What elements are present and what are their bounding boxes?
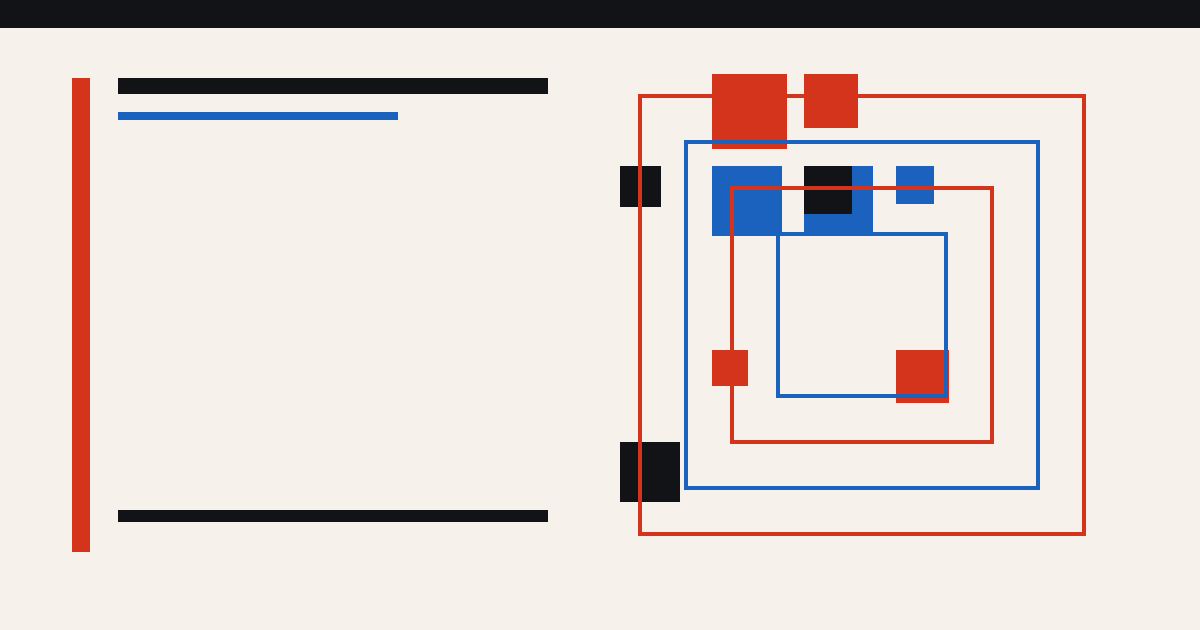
subheadline-placeholder-bar [118,112,398,120]
black-square-bottom [620,442,680,502]
headline-placeholder-bar [118,78,548,94]
red-square-top-left [712,74,787,149]
red-frame-inner [730,186,994,444]
blue-square-small [896,166,934,204]
blue-square-large [712,166,782,236]
blue-frame-inner [776,232,948,398]
blue-frame-outer [684,140,1040,490]
top-bar [0,0,1200,28]
footer-placeholder-bar [118,510,548,522]
red-square-top-right [804,74,858,128]
left-accent-bar [72,78,90,552]
red-frame-outer [638,94,1086,536]
